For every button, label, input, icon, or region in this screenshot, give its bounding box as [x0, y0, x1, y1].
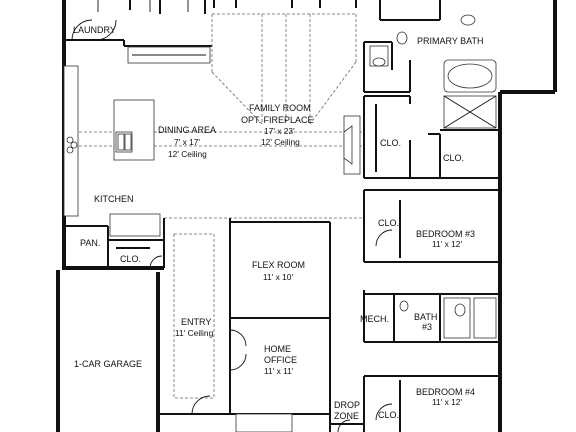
opt-fireplace-label: OPT. FIREPLACE	[241, 115, 314, 125]
garage: 1-CAR GARAGE	[74, 359, 293, 432]
family-dining-area: FAMILY ROOM OPT. FIREPLACE 17' x 23' 12'…	[64, 0, 364, 219]
mech-label: MECH.	[360, 314, 389, 324]
flex-room-label: FLEX ROOM	[252, 260, 305, 270]
home-office-label-1: HOME	[264, 344, 291, 354]
home-office-size: 11' x 11'	[264, 366, 294, 376]
pantry-label: PAN.	[80, 238, 100, 248]
bedroom-4-closet-label: CLO.	[378, 410, 399, 420]
flex-room: FLEX ROOM 11' x 10'	[229, 218, 331, 432]
drop-zone: DROP ZONE	[330, 400, 364, 432]
bedroom-3-size: 11' x 12'	[432, 239, 462, 249]
primary-closet-2-label: CLO.	[443, 153, 464, 163]
family-room-ceiling: 12' Ceiling	[261, 137, 300, 147]
mech-and-bath-3: MECH. BATH #3	[360, 290, 500, 343]
bedroom-3: CLO. BEDROOM #3 11' x 12'	[363, 189, 500, 263]
dining-area-label: DINING AREA	[158, 125, 216, 135]
entry-ceiling: 11' Ceiling	[175, 328, 214, 338]
entry-closet-label: CLO.	[120, 254, 141, 264]
laundry-label: LAUNDRY	[73, 25, 116, 35]
entry-label: ENTRY	[181, 317, 211, 327]
family-room-size: 17' x 23'	[264, 126, 295, 136]
primary-closets: CLO. CLO.	[363, 95, 500, 179]
dining-area-ceiling: 12' Ceiling	[168, 149, 207, 159]
primary-bath: PRIMARY BATH	[363, 0, 500, 131]
laundry-room: LAUNDRY	[64, 0, 212, 64]
bedroom-4: CLO. BEDROOM #4 11' x 12'	[363, 375, 500, 432]
bath-3-number: #3	[422, 322, 432, 332]
dining-area-size: 7' x 17'	[174, 137, 200, 147]
drop-zone-label-1: DROP	[334, 400, 360, 410]
garage-label: 1-CAR GARAGE	[74, 359, 142, 369]
home-office-label-2: OFFICE	[264, 355, 297, 365]
bath-3-label: BATH	[414, 312, 437, 322]
home-office: HOME OFFICE 11' x 11'	[230, 344, 330, 415]
kitchen: KITCHEN	[63, 65, 161, 237]
bedroom-4-size: 11' x 12'	[432, 397, 462, 407]
pantry-and-closet: PAN. CLO.	[64, 218, 165, 269]
kitchen-label: KITCHEN	[94, 194, 134, 204]
family-room-label: FAMILY ROOM	[249, 103, 311, 113]
primary-bath-label: PRIMARY BATH	[417, 36, 484, 46]
bedroom-4-label: BEDROOM #4	[416, 387, 475, 397]
entry: ENTRY 11' Ceiling	[158, 233, 247, 415]
bedroom-3-label: BEDROOM #3	[416, 229, 475, 239]
bedroom-3-closet-label: CLO.	[378, 218, 399, 228]
flex-room-size: 11' x 10'	[263, 272, 293, 282]
primary-closet-1-label: CLO.	[380, 138, 401, 148]
drop-zone-label-2: ZONE	[334, 411, 359, 421]
